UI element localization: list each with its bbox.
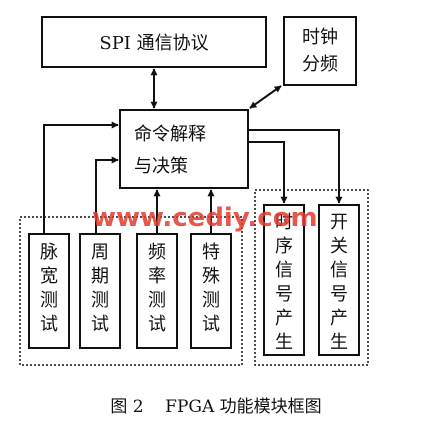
- switch-char-4: 产: [330, 308, 348, 329]
- switch-char-1: 关: [330, 236, 348, 257]
- freq-char-1: 率: [148, 266, 166, 287]
- decoder-block: 命令解释 与决策: [119, 109, 249, 189]
- figure-caption: 图 2 FPGA 功能模块框图: [110, 397, 321, 417]
- switch-char-0: 开: [330, 212, 348, 233]
- period-char-2: 测: [91, 290, 109, 311]
- special-char-0: 特: [202, 242, 220, 263]
- timing-char-1: 序: [275, 236, 293, 257]
- special-char-3: 试: [202, 314, 220, 335]
- decoder-to-timing-arrow: [249, 141, 288, 204]
- clock-block: 时钟 分频: [283, 16, 357, 86]
- special-char-1: 殊: [202, 266, 220, 287]
- clock-decoder-arrow: [249, 85, 282, 109]
- switch-char-5: 生: [330, 332, 348, 353]
- timing-char-2: 信: [275, 260, 293, 281]
- clock-label-line2: 分频: [302, 54, 338, 75]
- spi-block: SPI 通信协议: [41, 16, 267, 68]
- decoder-label-line1: 命令解释: [134, 124, 206, 145]
- pulse-char-2: 测: [40, 290, 58, 311]
- pulse-to-decoder-arrow: [43, 121, 119, 233]
- decoder-to-switch-arrow: [249, 129, 343, 204]
- watermark-text: www.cediy.com: [92, 203, 318, 233]
- signal-group-border: [254, 189, 369, 366]
- period-char-1: 期: [91, 266, 109, 287]
- period-char-3: 试: [91, 314, 109, 335]
- pulse-char-1: 宽: [40, 266, 58, 287]
- period-char-0: 周: [91, 242, 109, 263]
- pulse-char-3: 试: [40, 314, 58, 335]
- switch-char-2: 信: [330, 260, 348, 281]
- special-char-2: 测: [202, 290, 220, 311]
- freq-char-0: 频: [148, 242, 166, 263]
- clock-label-line1: 时钟: [302, 27, 338, 48]
- decoder-label-line2: 与决策: [134, 156, 188, 177]
- spi-label: SPI 通信协议: [99, 33, 208, 54]
- switch-char-3: 号: [330, 284, 348, 305]
- test-group-border: [19, 216, 243, 366]
- timing-char-5: 生: [275, 332, 293, 353]
- freq-char-2: 测: [148, 290, 166, 311]
- pulse-char-0: 脉: [40, 242, 58, 263]
- timing-char-0: 时: [275, 212, 293, 233]
- period-to-decoder-arrow: [95, 156, 119, 233]
- freq-char-3: 试: [148, 314, 166, 335]
- timing-char-4: 产: [275, 308, 293, 329]
- timing-char-3: 号: [275, 284, 293, 305]
